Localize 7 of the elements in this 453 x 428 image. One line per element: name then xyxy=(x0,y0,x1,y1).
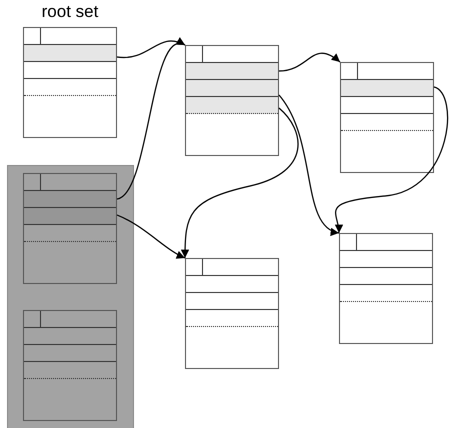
pointer-arrow xyxy=(278,52,340,72)
pointer-arrow xyxy=(180,108,298,258)
pointer-arrow xyxy=(116,40,186,200)
pointer-arrow xyxy=(116,214,186,259)
object-heading: root set xyxy=(40,2,100,22)
pointer-arrow xyxy=(334,86,448,234)
pointer-arrow xyxy=(278,94,340,234)
